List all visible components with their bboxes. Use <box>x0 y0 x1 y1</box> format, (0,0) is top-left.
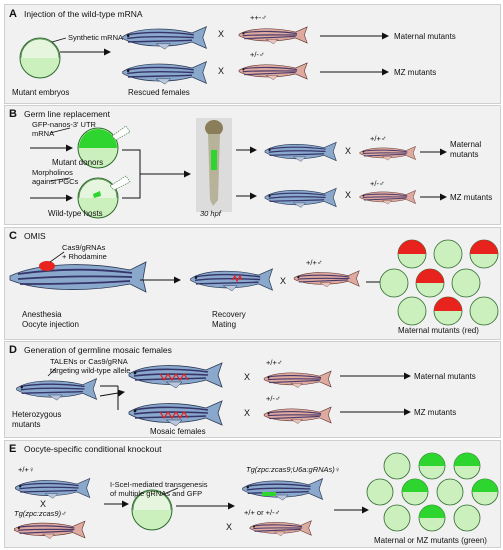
male-wt-label-d: +/+♂ <box>266 358 283 367</box>
panel-b-label: B <box>9 108 17 120</box>
mosaic-females-label: Mosaic females <box>150 427 206 436</box>
mz-mutants-a: MZ mutants <box>394 68 437 77</box>
mz-mutants-d: MZ mutants <box>414 408 457 417</box>
male-geno-label-e: +/+ or +/-♂ <box>244 508 281 517</box>
male-het-label-d: +/-♂ <box>266 394 281 403</box>
cross-d2: X <box>244 408 251 418</box>
rescued-females-label: Rescued females <box>128 88 190 97</box>
panel-e-art <box>13 452 499 540</box>
panel-d-art <box>15 362 411 427</box>
mz-mutants-b: MZ mutants <box>450 193 493 202</box>
heterozygous-line1: Heterozygous <box>12 410 62 419</box>
tg-zcas9-label: Tg(zpc:zcas9)♂ <box>14 509 67 518</box>
maternal-mutants-d: Maternal mutants <box>414 372 476 381</box>
isce-line1: I-SceI-mediated transgenesis <box>110 480 208 489</box>
mutant-donors-label: Mutant donors <box>52 158 104 167</box>
gfp-mrna-line1: GFP-nanos-3' UTR <box>32 120 96 129</box>
cross-c: X <box>280 276 287 286</box>
talen-line2: targeting wild-type allele <box>50 366 131 375</box>
mutant-embryos-label: Mutant embryos <box>12 88 70 97</box>
cas9-line1: Cas9/gRNAs <box>62 243 106 252</box>
recovery-line1: Recovery <box>212 310 246 319</box>
tg-u6a-label: Tg(zpc:zcas9;U6a:gRNAs)♀ <box>246 465 341 474</box>
panel-c-title: OMIS <box>24 231 46 241</box>
male-wt-label-c: +/+♂ <box>306 258 323 267</box>
synthetic-mrna-label: Synthetic mRNA <box>68 33 124 42</box>
morpholinos-line1: Morpholinos <box>32 168 73 177</box>
maternal-mutants-b-line2: mutants <box>450 150 479 159</box>
cas9-line2: + Rhodamine <box>62 252 107 261</box>
green-embryo-cluster <box>366 452 499 532</box>
panel-c-label: C <box>9 230 17 242</box>
panel-c-art <box>9 239 499 326</box>
recovery-line2: Mating <box>212 320 237 329</box>
maternal-mutants-a: Maternal mutants <box>394 32 456 41</box>
cross-b1: X <box>345 146 352 156</box>
cross-e2: X <box>226 522 233 532</box>
panel-a-title: Injection of the wild-type mRNA <box>24 9 143 19</box>
male-wt-label-b: +/+♂ <box>370 134 387 143</box>
male-het-label-b: +/-♂ <box>370 179 385 188</box>
morpholinos-line2: against PGCs <box>32 177 79 186</box>
cross-e1: X <box>40 499 47 509</box>
panel-b-art <box>30 118 447 219</box>
male-het-label-a: +/-♂ <box>250 50 265 59</box>
cross-a2: X <box>218 66 225 76</box>
cross-d1: X <box>244 372 251 382</box>
panel-a-art <box>19 25 389 85</box>
panel-e-title: Oocyte-specific conditional knockout <box>24 444 162 454</box>
maternal-mz-mutants-green: Maternal or MZ mutants (green) <box>374 536 487 545</box>
panel-d-title: Generation of germline mosaic females <box>24 345 172 355</box>
wild-type-hosts-label: Wild-type hosts <box>48 209 103 218</box>
female-wt-label-e: +/+♀ <box>18 465 35 474</box>
anesthesia-line1: Anesthesia <box>22 310 62 319</box>
gfp-mrna-line2: mRNA <box>32 129 55 138</box>
panel-e-label: E <box>9 443 17 455</box>
anesthesia-line2: Oocyte injection <box>22 320 79 329</box>
panel-a-label: A <box>9 8 17 20</box>
red-embryo-cluster <box>379 239 499 326</box>
male-homo-label: ++-♂ <box>250 13 267 22</box>
heterozygous-line2: mutants <box>12 420 41 429</box>
hpf-label: 30 hpf <box>200 209 221 218</box>
talen-line1: TALENs or Cas9/gRNA <box>50 357 128 366</box>
cross-b2: X <box>345 190 352 200</box>
panel-a <box>4 4 501 104</box>
panel-d-label: D <box>9 344 17 356</box>
maternal-mutants-red: Maternal mutants (red) <box>398 326 479 335</box>
maternal-mutants-b-line1: Maternal <box>450 140 482 149</box>
isce-line2: of multiple gRNAs and GFP <box>110 489 203 498</box>
cross-a1: X <box>218 29 225 39</box>
panel-b-title: Germ line replacement <box>24 109 110 119</box>
